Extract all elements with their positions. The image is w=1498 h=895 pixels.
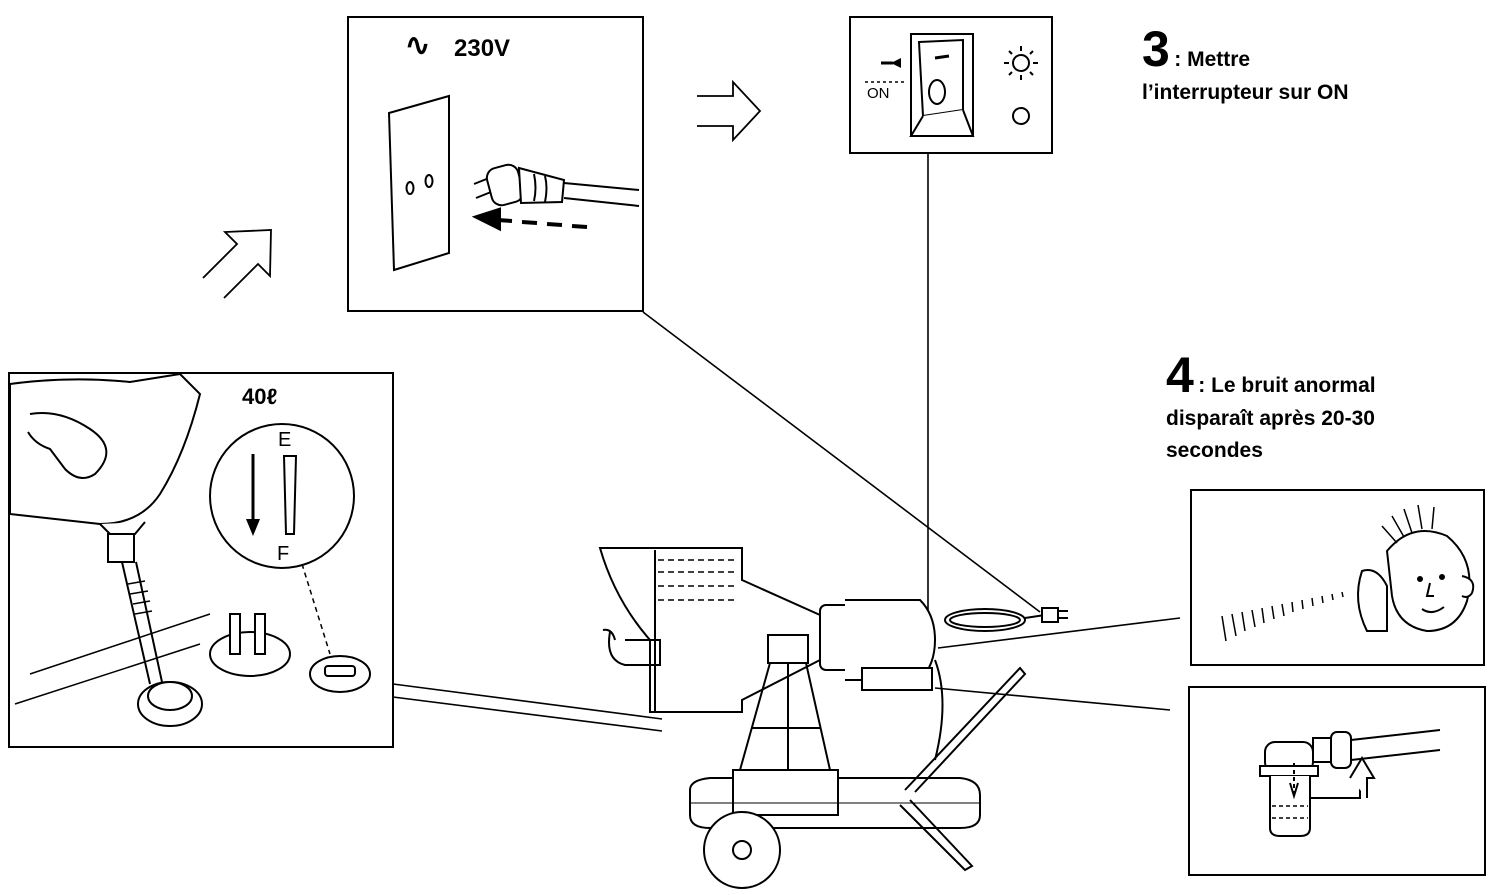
power-plug-panel: ∿ 230V — [347, 16, 644, 312]
power-switch-icon — [909, 33, 975, 137]
filter-illustration — [1259, 729, 1441, 837]
plug-icon — [473, 163, 640, 207]
power-plug-illustration: ∿ 230V — [387, 29, 640, 272]
voltage-label: 230V — [454, 35, 510, 62]
step-4-number: 4 — [1166, 347, 1194, 403]
step-4-text-line1: : Le bruit anormal — [1198, 374, 1376, 397]
on-switch-panel: ON — [849, 16, 1053, 154]
on-label: ON — [867, 85, 890, 102]
switch-arrow-icon — [891, 58, 901, 68]
listening-person-icon — [1357, 504, 1475, 633]
fuel-can-icon — [10, 374, 203, 727]
switch-illustration: ON — [865, 33, 1038, 137]
leader-line-power — [642, 311, 1041, 613]
step-3-text-line1: : Mettre — [1174, 48, 1251, 71]
sound-waves — [1221, 591, 1344, 642]
noise-panel — [1190, 489, 1485, 666]
step-4-text-line2: disparaît après 20-30 — [1166, 406, 1375, 430]
leader-line-fuel-bottom — [392, 696, 663, 732]
fuel-filter-icon — [1259, 729, 1441, 837]
fuel-filter-panel — [1188, 686, 1486, 876]
leader-lines — [392, 153, 1181, 732]
lamp-off-icon — [1012, 107, 1030, 125]
wall-socket-icon — [387, 94, 450, 272]
fuel-illustration: 40ℓ E F — [10, 374, 371, 727]
arrow-icon — [697, 79, 762, 143]
leader-line-fuel-top — [392, 683, 663, 720]
heater-machine — [598, 547, 1068, 889]
step-4-instruction: 4 : Le bruit anormal disparaît après 20-… — [1166, 350, 1486, 468]
gauge-full-label: F — [277, 543, 289, 565]
step-3-number: 3 — [1142, 21, 1170, 77]
leader-line-filter — [934, 687, 1171, 711]
gauge-empty-label: E — [278, 429, 291, 451]
listening-illustration — [1221, 504, 1475, 642]
fuel-capacity-label: 40ℓ — [242, 384, 277, 409]
fuel-gauge-icon: E F — [209, 423, 355, 569]
lamp-on-icon — [1004, 46, 1038, 80]
arrow-icon — [202, 229, 272, 299]
ac-wave-icon: ∿ — [405, 29, 430, 62]
fuel-fill-panel: 40ℓ E F — [8, 372, 394, 748]
step-3-text-line2: l’interrupteur sur ON — [1142, 80, 1349, 104]
insert-direction-arrow — [471, 207, 588, 232]
step-3-instruction: 3 : Mettre l’interrupteur sur ON — [1142, 24, 1482, 109]
leader-line-noise — [937, 617, 1181, 649]
step-4-text-line3: secondes — [1166, 439, 1263, 463]
